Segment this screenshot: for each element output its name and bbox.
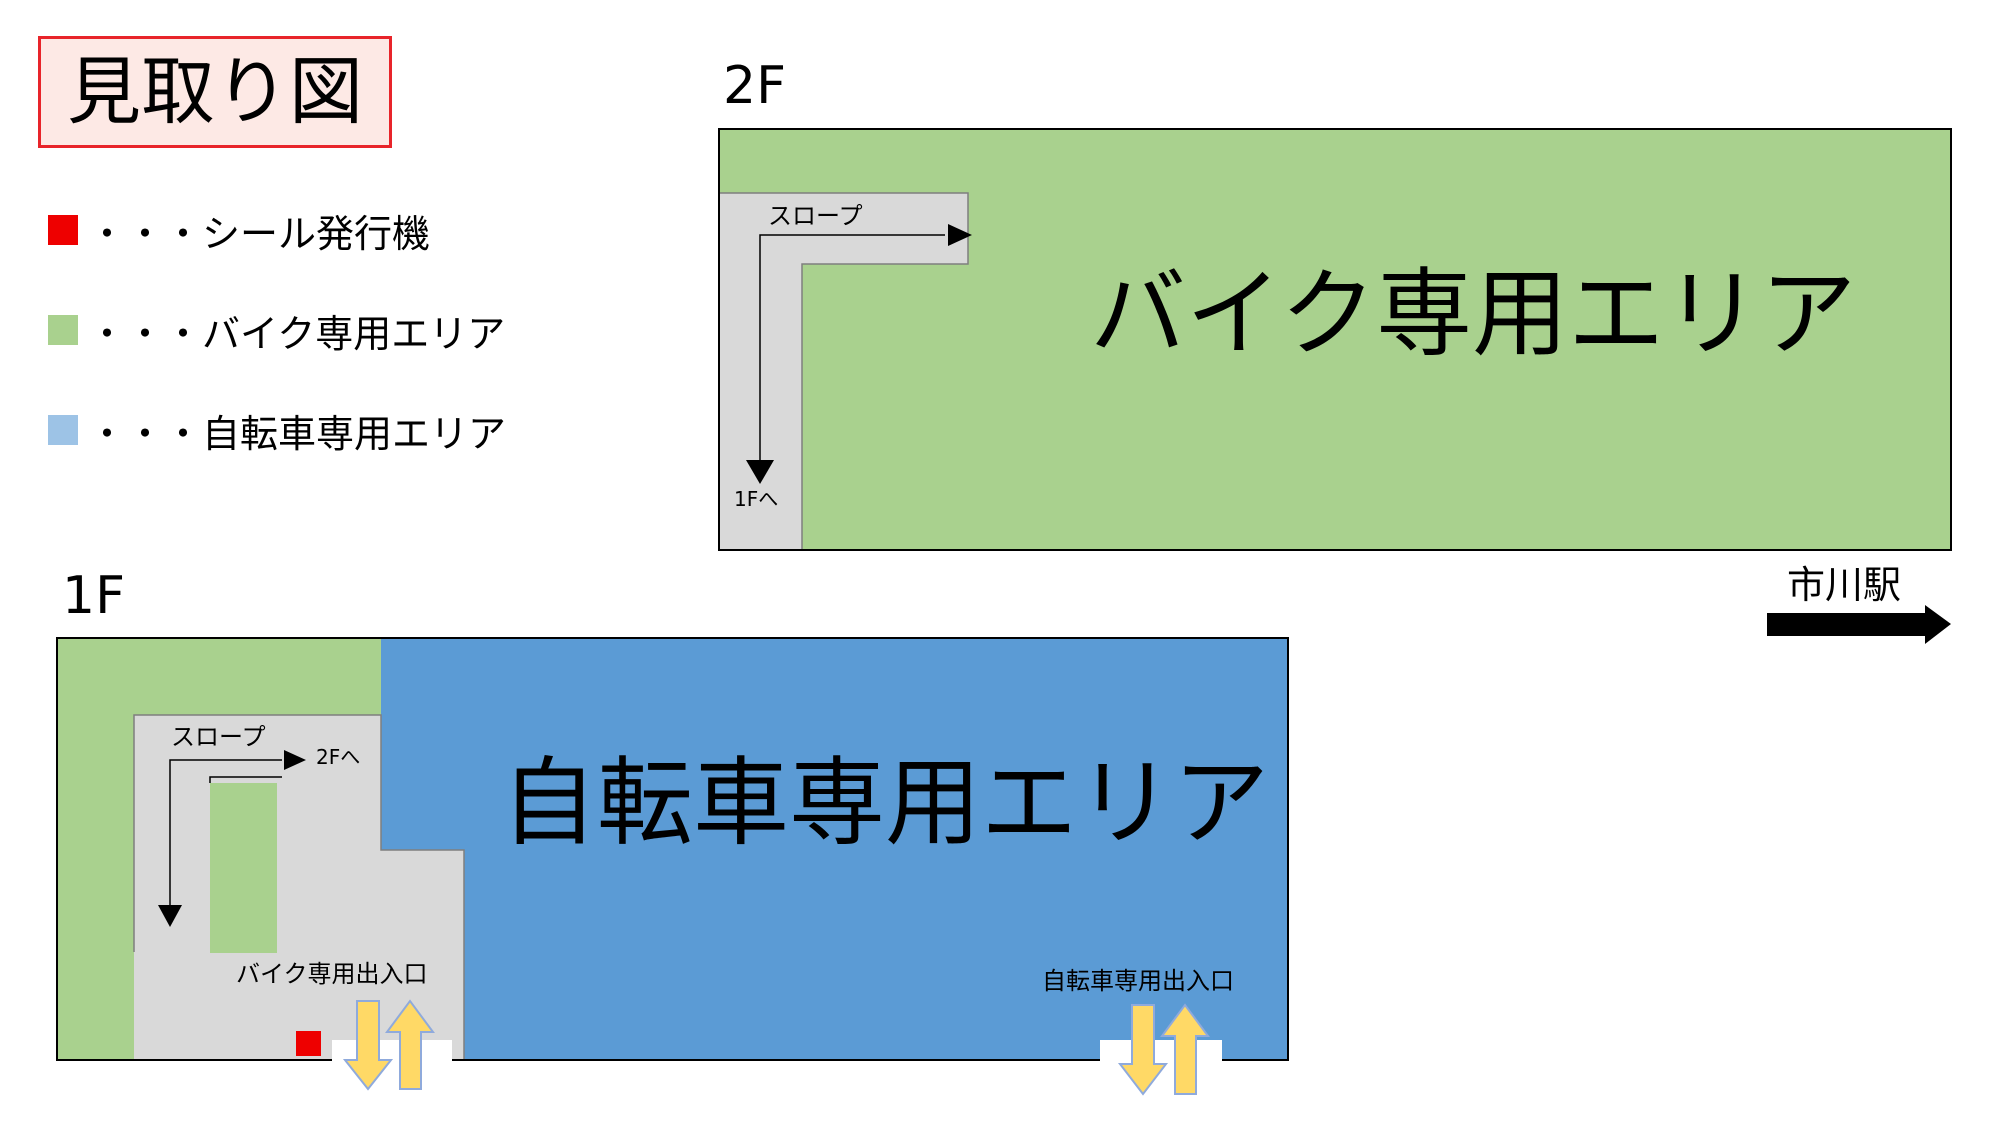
floor1-area-label: 自転車専用エリア bbox=[501, 747, 1269, 859]
sticker-machine bbox=[296, 1031, 321, 1056]
floor2-arrowhead-down bbox=[746, 460, 774, 484]
floor1-arrowhead-right bbox=[284, 750, 306, 770]
floor2-slope-label: スロープ bbox=[768, 202, 863, 230]
bike-entrance-arrow-down bbox=[342, 1000, 394, 1091]
floor2-slope bbox=[720, 193, 968, 549]
floor1-slope-label: スロープ bbox=[171, 723, 266, 751]
bicycle-entrance-arrow-down bbox=[1117, 1004, 1169, 1096]
floor1-slope-arrow-inner bbox=[209, 776, 282, 783]
bicycle-entrance-arrow-up bbox=[1160, 1003, 1210, 1095]
station-arrow bbox=[1767, 605, 1951, 644]
floor2-slope-arrow-right bbox=[759, 234, 945, 475]
bicycle-entrance-gap bbox=[1100, 1040, 1222, 1064]
bike-entrance-label: バイク専用出入口 bbox=[236, 960, 428, 988]
bicycle-entrance-label: 自転車専用出入口 bbox=[1042, 967, 1234, 995]
floor1-slope-outline bbox=[133, 714, 465, 1060]
floor1-bicycle-area bbox=[381, 638, 1288, 1060]
floor2-arrowhead-right bbox=[948, 224, 972, 246]
floor2-slope-outline bbox=[720, 192, 969, 549]
floor1-slope-arrow-right bbox=[169, 759, 282, 910]
floor2-label: 2F bbox=[723, 56, 786, 116]
floor1-to-2f-label: 2Fへ bbox=[316, 745, 361, 769]
floor2-area-label: バイク専用エリア bbox=[1090, 258, 1857, 370]
floor1-outline bbox=[56, 637, 1289, 1061]
bicycle-area-swatch bbox=[48, 415, 78, 445]
floor1-label: 1F bbox=[62, 566, 125, 626]
page-title: 見取り図 bbox=[38, 36, 392, 148]
floor2-to-1f-label: 1Fへ bbox=[734, 487, 779, 511]
floor1-arrowhead-down bbox=[158, 905, 182, 927]
floor1-bike-strip bbox=[210, 783, 277, 953]
station-label: 市川駅 bbox=[1787, 563, 1902, 607]
bike-area-swatch bbox=[48, 315, 78, 345]
legend-label: ・・・自転車専用エリア bbox=[88, 411, 507, 456]
legend-item-sticker-machine: ・・・シール発行機 bbox=[48, 210, 430, 256]
bike-entrance-arrow-up bbox=[385, 999, 435, 1090]
legend-label: ・・・シール発行機 bbox=[88, 211, 431, 256]
legend-item-bicycle-area: ・・・自転車専用エリア bbox=[48, 410, 506, 456]
legend-item-bike-area: ・・・バイク専用エリア bbox=[48, 310, 505, 356]
legend-label: ・・・バイク専用エリア bbox=[88, 311, 506, 356]
sticker-machine-swatch bbox=[48, 215, 78, 245]
